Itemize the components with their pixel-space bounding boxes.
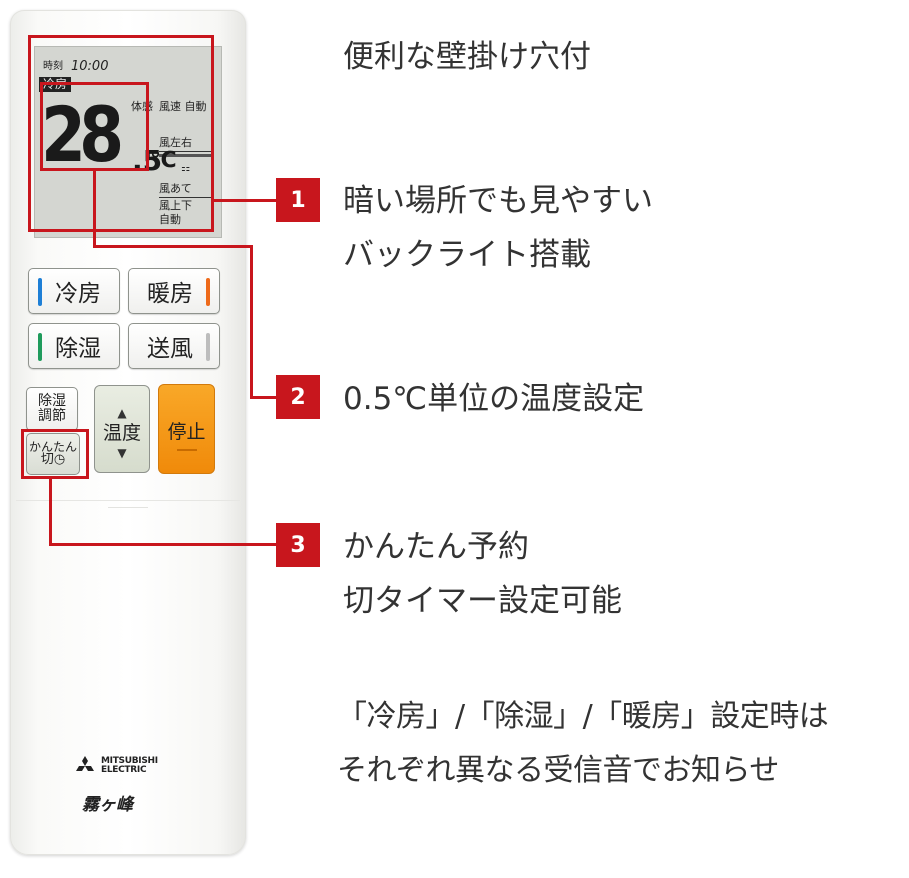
lcd-screen: 時刻 10:00 冷房 体感 風速 自動 風左右 ⚏ 風あて 風上下 自動 28… <box>34 46 222 238</box>
brand-logo: MITSUBISHI ELECTRIC <box>72 754 192 786</box>
lcd-feel-label: 体感 <box>131 100 153 113</box>
temp-up-icon: ▲ <box>117 406 127 420</box>
dry-label: 除湿 <box>55 336 101 362</box>
feature-badge-1: 1 <box>276 178 320 222</box>
lcd-divider <box>159 151 211 152</box>
connector-2-vertical-b <box>250 245 253 399</box>
person-icon: ⚏ <box>181 163 190 174</box>
heat-label: 暖房 <box>147 281 193 307</box>
feature-3-line-2: 切タイマー設定可能 <box>343 583 622 619</box>
timer-label-2: 切◷ <box>40 452 66 468</box>
callout-box-lcd <box>28 35 214 232</box>
battery-cover-seam <box>16 500 240 501</box>
brand-name-2: ELECTRIC <box>101 765 147 776</box>
note-line-1: 「冷房」/「除湿」/「暖房」設定時は <box>337 699 829 734</box>
stop-indicator <box>177 449 197 451</box>
lcd-clock-label: 時刻 <box>43 61 63 72</box>
brand-name-1: MITSUBISHI <box>101 756 158 766</box>
cool-label: 冷房 <box>55 281 101 307</box>
dry-adjust-label-1: 除湿 <box>38 393 66 410</box>
timer-label-1: かんたん <box>28 439 77 454</box>
temp-up-button[interactable]: ▲ <box>95 386 149 420</box>
lcd-divider <box>159 197 211 198</box>
remote-control: 時刻 10:00 冷房 体感 風速 自動 風左右 ⚏ 風あて 風上下 自動 28… <box>10 10 246 855</box>
lcd-fan-speed-label: 風速 自動 <box>159 100 207 113</box>
lcd-auto-label: 自動 <box>159 213 181 226</box>
fan-button[interactable]: 送風 <box>128 323 220 369</box>
feature-3: かんたん予約 切タイマー設定可能 <box>343 520 622 628</box>
dry-button[interactable]: 除湿 <box>28 323 120 369</box>
feature-1-line-2: バックライト搭載 <box>343 237 591 273</box>
callout-box-timer <box>21 429 89 479</box>
connector-3-vertical <box>49 478 52 546</box>
lcd-vane-lr-label: 風左右 <box>159 136 192 149</box>
mitsubishi-logo-icon <box>76 756 94 771</box>
feature-1-line-1: 暗い場所でも見やすい <box>343 183 653 219</box>
feature-3-line-1: かんたん予約 <box>343 529 529 565</box>
feature-badge-3: 3 <box>276 523 320 567</box>
feature-note: 「冷房」/「除湿」/「暖房」設定時は それぞれ異なる受信音でお知らせ <box>337 690 829 798</box>
connector-2-horizontal <box>93 245 253 248</box>
timer-off-button[interactable]: かんたん 切◷ <box>26 433 80 475</box>
fan-label: 送風 <box>147 336 193 362</box>
dry-adjust-label-2: 調節 <box>38 408 66 424</box>
temp-rocker: ▲ 温度 ▼ <box>94 385 150 473</box>
connector-2-vertical-a <box>93 170 96 248</box>
lcd-clock-value: 10:00 <box>71 59 109 74</box>
feature-intro: 便利な壁掛け穴付 <box>343 39 591 75</box>
lcd-temp-digits: 28 <box>41 90 124 179</box>
heat-indicator <box>206 278 210 306</box>
cool-button[interactable]: 冷房 <box>28 268 120 314</box>
clock-icon: ◷ <box>53 452 66 468</box>
dry-indicator <box>38 333 42 361</box>
feature-badge-2: 2 <box>276 375 320 419</box>
connector-3-horizontal <box>49 543 276 546</box>
lcd-vane-bar <box>159 154 211 157</box>
battery-cover-grip <box>108 507 148 508</box>
feature-1: 暗い場所でも見やすい バックライト搭載 <box>343 174 653 282</box>
connector-2-horizontal-b <box>250 396 276 399</box>
fan-indicator <box>206 333 210 361</box>
stop-button[interactable]: 停止 <box>158 384 215 474</box>
heat-button[interactable]: 暖房 <box>128 268 220 314</box>
series-logo: 霧ヶ峰 <box>82 795 133 815</box>
dry-adjust-button[interactable]: 除湿 調節 <box>26 387 78 431</box>
lcd-wind-target-label: 風あて <box>159 182 192 195</box>
cool-indicator <box>38 278 42 306</box>
temp-label: 温度 <box>102 422 141 444</box>
lcd-vane-ud-label: 風上下 <box>159 199 192 212</box>
connector-1 <box>214 199 276 202</box>
temp-down-button[interactable]: ▼ <box>95 440 149 472</box>
lcd-temp-unit: ℃ <box>150 148 177 173</box>
note-line-2: それぞれ異なる受信音でお知らせ <box>337 753 779 788</box>
feature-2-line-1: 0.5℃単位の温度設定 <box>343 381 645 417</box>
temp-down-icon: ▼ <box>117 446 127 460</box>
feature-2: 0.5℃単位の温度設定 <box>343 372 644 426</box>
callout-box-temp <box>40 82 149 171</box>
stop-label: 停止 <box>167 421 206 443</box>
